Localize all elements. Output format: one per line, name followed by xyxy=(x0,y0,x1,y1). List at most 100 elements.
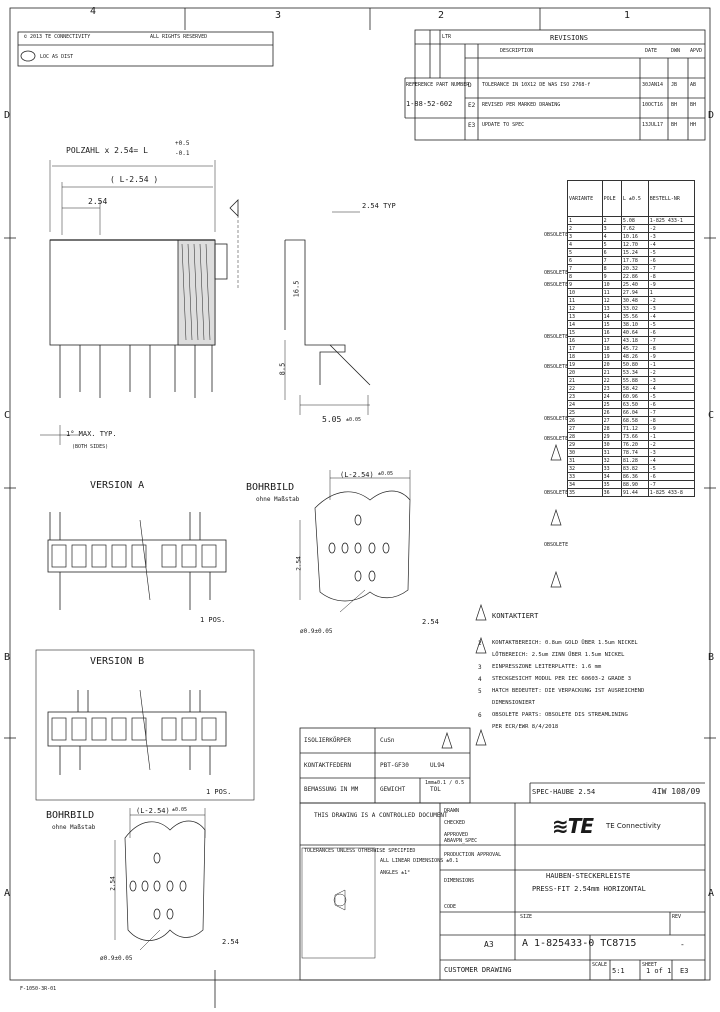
revisions-block xyxy=(414,29,706,141)
dimensions-label: DIMENSIONS xyxy=(444,878,475,884)
size-label: SIZE xyxy=(520,914,533,920)
poles-cell: 12 xyxy=(601,296,622,305)
length-cell: 30.48 xyxy=(620,296,649,305)
poles-cell: 18 xyxy=(601,344,622,353)
hole-diameter-1: ø0.9±0.05 xyxy=(300,628,333,635)
poles-cell: 9 xyxy=(601,272,622,281)
variant-cell: 5 xyxy=(567,248,603,257)
length-cell: 55.88 xyxy=(620,376,649,385)
length-cell: 12.70 xyxy=(620,240,649,249)
version-b-cells xyxy=(51,717,217,741)
board-layout-1-dim-tol: ±0.05 xyxy=(378,471,394,477)
rev-row-apvd: BH xyxy=(690,102,697,108)
length-cell: 73.66 xyxy=(620,432,649,441)
order-cell: -2 xyxy=(647,440,696,449)
col-label-4: 4 xyxy=(90,6,97,17)
poles-cell: 35 xyxy=(601,480,622,489)
reference-label: REFERENCE PART NUMBER xyxy=(406,82,470,88)
poles-cell: 6 xyxy=(601,248,622,257)
poles-cell: 4 xyxy=(601,232,622,241)
poles-cell: 21 xyxy=(601,368,622,377)
order-cell: -9 xyxy=(647,352,696,361)
order-cell: -5 xyxy=(647,248,696,257)
poles-cell: 11 xyxy=(601,288,622,297)
variant-cell: 16 xyxy=(567,336,603,345)
rev-head-ltr: LTR xyxy=(442,34,452,40)
document-id: A 1-825433-0 TC8715 xyxy=(522,938,637,949)
order-cell: -5 xyxy=(647,320,696,329)
poles-cell: 26 xyxy=(601,408,622,417)
poles-cell: 19 xyxy=(601,352,622,361)
footer-code: F-1050-3R-01 xyxy=(20,986,57,992)
variant-cell: 9 xyxy=(567,280,603,289)
hole-pitch-1: 2.54 xyxy=(422,618,439,626)
tolerance-minus: -0.1 xyxy=(175,150,190,157)
rev-head-date: DATE xyxy=(645,48,658,54)
length-cell: 58.42 xyxy=(620,384,649,393)
col-label-3: 3 xyxy=(275,10,282,21)
variant-cell: 34 xyxy=(567,480,603,489)
material-label: KONTAKTFEDERN xyxy=(304,762,351,769)
poles-cell: 29 xyxy=(601,432,622,441)
poles-cell: 3 xyxy=(601,224,622,233)
version-b-title: VERSION B xyxy=(90,656,145,667)
row-label-left-b: B xyxy=(4,652,11,663)
order-cell: 1-825 433-1 xyxy=(647,216,696,225)
variant-cell: 11 xyxy=(567,296,603,305)
order-cell: -2 xyxy=(647,296,696,305)
poles-cell: 28 xyxy=(601,424,622,433)
material-value: PBT-GF30 xyxy=(380,762,409,769)
obsolete-mark: OBSOLETE xyxy=(544,232,569,238)
length-cell: 38.10 xyxy=(620,320,649,329)
board-layout-1-side-dim: 2.54 xyxy=(295,556,303,571)
production-label: PRODUCTION APPROVAL xyxy=(444,852,502,858)
material-label: BEMASSUNG IN MM xyxy=(304,786,359,793)
length-cell: 25.40 xyxy=(620,280,649,289)
parts-head-order: BESTELL-NR xyxy=(647,180,696,217)
hole-diameter-2: ø0.9±0.05 xyxy=(100,955,133,962)
order-cell: -3 xyxy=(647,232,696,241)
material-extra: UL94 xyxy=(430,762,445,769)
rev-head-apvd: APVD xyxy=(690,48,703,54)
variant-cell: 20 xyxy=(567,368,603,377)
obsolete-mark: OBSOLETE xyxy=(544,282,569,288)
board-layout-2-dim: (L-2.54) xyxy=(136,807,170,815)
side-profile xyxy=(285,239,346,385)
order-cell: -7 xyxy=(647,480,696,489)
board-layout-1-outline xyxy=(314,490,411,602)
length-cell: 35.56 xyxy=(620,312,649,321)
length-cell: 48.26 xyxy=(620,352,649,361)
variant-cell: 29 xyxy=(567,440,603,449)
note-number: 2 xyxy=(478,640,482,647)
board-layout-1-dim: (L-2.54) xyxy=(340,471,374,479)
length-cell: 68.58 xyxy=(620,416,649,425)
parts-head-variant: VARIANTE xyxy=(567,180,603,217)
length-cell: 91.44 xyxy=(620,488,649,497)
tolerance-plus: +0.5 xyxy=(175,140,190,147)
variant-cell: 27 xyxy=(567,424,603,433)
poles-cell: 20 xyxy=(601,360,622,369)
product-line-1: HAUBEN-STECKERLEISTE xyxy=(546,872,631,880)
variant-cell: 28 xyxy=(567,432,603,441)
copyright-note: © 2013 TE CONNECTIVITY xyxy=(24,34,91,40)
product-line-2: PRESS-FIT 2.54mm HORIZONTAL xyxy=(532,885,646,893)
title-block xyxy=(299,802,706,981)
variant-cell: 12 xyxy=(567,304,603,313)
version-b-frame xyxy=(35,649,255,801)
order-cell: -6 xyxy=(647,328,696,337)
poles-cell: 17 xyxy=(601,336,622,345)
order-cell: -6 xyxy=(647,400,696,409)
poles-formula: POLZAHL x 2.54= L xyxy=(66,146,148,155)
variant-cell: 13 xyxy=(567,312,603,321)
rev-label: REV xyxy=(672,914,682,920)
order-cell: -2 xyxy=(647,368,696,377)
length-cell: 88.90 xyxy=(620,480,649,489)
revisions-title: REVISIONS xyxy=(550,34,588,42)
poles-cell: 16 xyxy=(601,328,622,337)
